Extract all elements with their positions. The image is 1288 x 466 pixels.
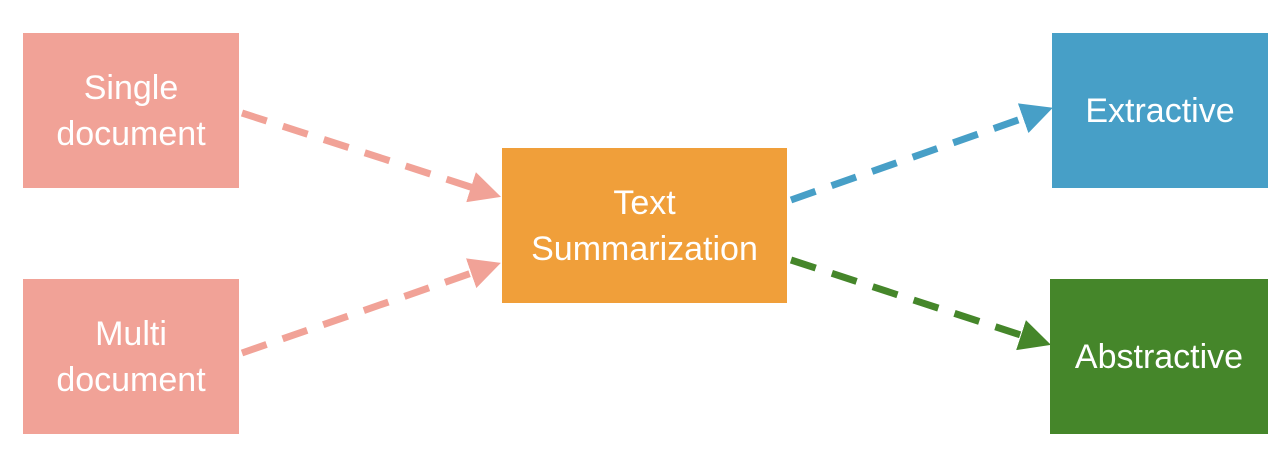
arrow-center-to-extractive — [789, 103, 1053, 204]
arrow-single-to-center — [240, 109, 501, 203]
node-label-line: Single — [83, 68, 179, 107]
node-multi-document: Multi document — [23, 279, 239, 434]
node-single-document: Single document — [23, 33, 239, 188]
node-label-line: Text — [613, 183, 676, 222]
node-abstractive: Abstractive — [1050, 279, 1268, 434]
node-text-summarization: Text Summarization — [502, 148, 787, 303]
node-label-line: document — [56, 360, 206, 399]
node-label-line: document — [56, 114, 206, 153]
arrow-multi-to-center — [240, 258, 501, 357]
node-extractive: Extractive — [1052, 33, 1268, 188]
node-label-line: Extractive — [1085, 91, 1235, 130]
node-label-line: Abstractive — [1074, 337, 1244, 376]
node-label-line: Summarization — [531, 229, 758, 268]
arrow-center-to-abstractive — [789, 256, 1051, 351]
node-label-line: Multi — [95, 314, 167, 353]
